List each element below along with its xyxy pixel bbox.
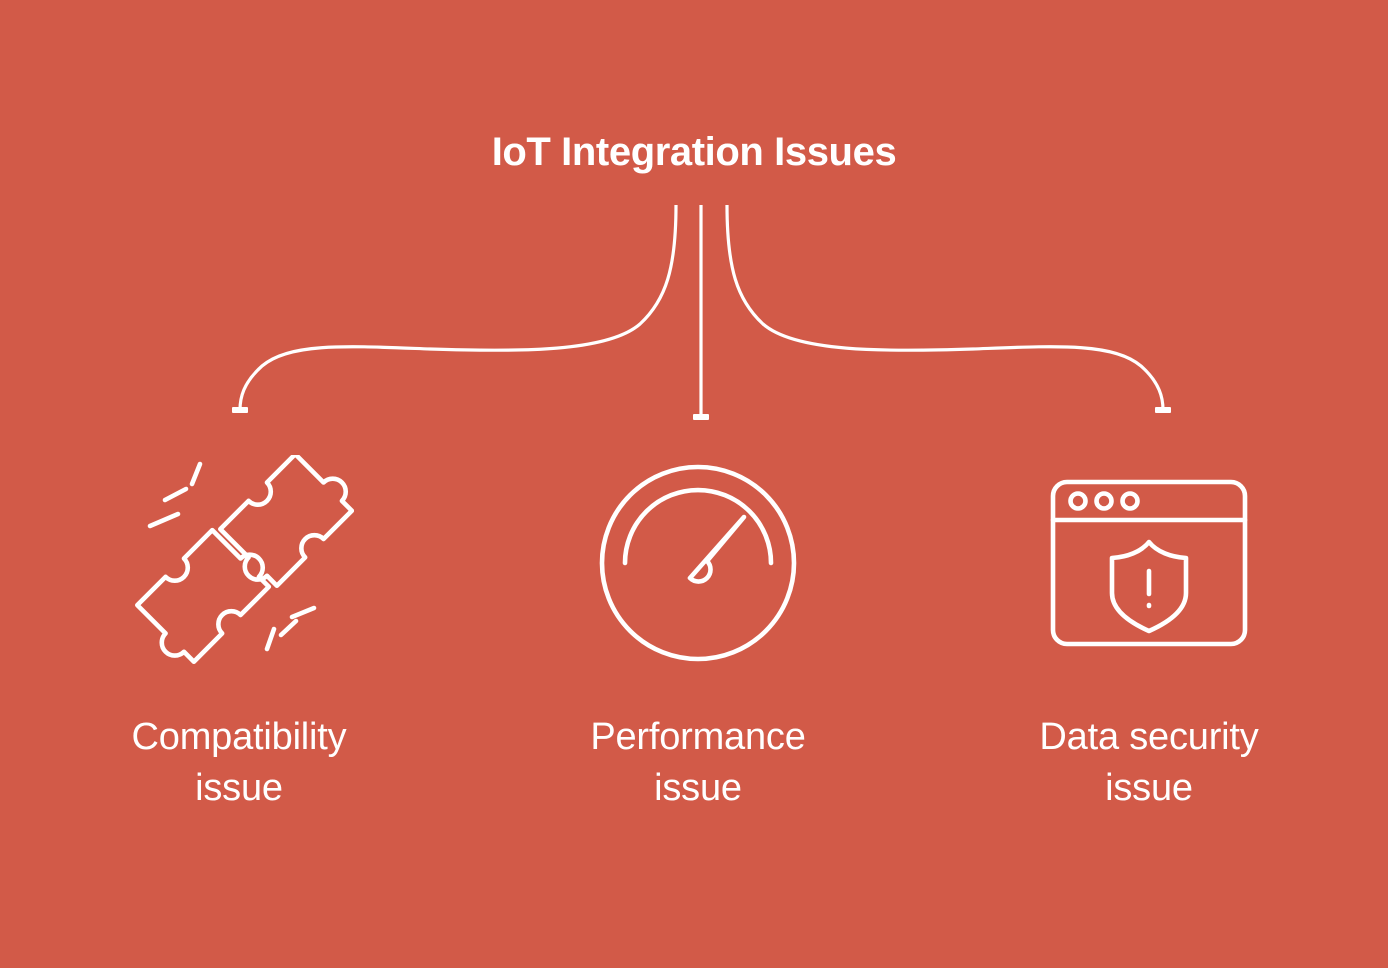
browser-dot-1 xyxy=(1068,490,1088,511)
branch-compatibility-label: Compatibility issue xyxy=(132,712,347,815)
gauge-outer-circle xyxy=(599,464,796,661)
branch-performance-label: Performance issue xyxy=(590,712,806,815)
connector-right xyxy=(725,204,1165,411)
browser-dot-2 xyxy=(1094,490,1114,511)
connector-left xyxy=(238,204,678,411)
connector-endpoint-center xyxy=(693,414,709,420)
gauge-scale-arc xyxy=(622,487,773,565)
branch-performance-label-line1: Performance xyxy=(590,716,806,758)
page-title: IoT Integration Issues xyxy=(491,130,897,174)
branch-performance[interactable]: Performance issue xyxy=(538,455,858,815)
speedometer-gauge-icon xyxy=(599,464,796,661)
branch-compatibility-label-line1: Compatibility xyxy=(131,716,347,758)
branch-compatibility-icon-box xyxy=(124,455,354,670)
branch-data-security[interactable]: Data security issue xyxy=(989,455,1309,815)
connector-endpoint-right xyxy=(1155,407,1171,413)
branch-performance-label-line2: issue xyxy=(654,767,742,810)
spark-lines-upper-left xyxy=(147,461,203,529)
branch-row: Compatibility issue Pe xyxy=(0,455,1388,875)
branch-data-security-label-line1: Data security xyxy=(1039,716,1259,758)
browser-window-frame xyxy=(1050,479,1248,646)
branch-compatibility-label-line2: issue xyxy=(195,767,283,810)
branch-compatibility[interactable]: Compatibility issue xyxy=(79,455,399,815)
branch-data-security-label-line2: issue xyxy=(1105,767,1193,810)
browser-window-shield-alert-icon xyxy=(1050,479,1248,646)
branch-performance-icon-box xyxy=(596,455,801,670)
spark-lines-lower-right xyxy=(264,605,317,652)
branch-data-security-icon-box xyxy=(1049,455,1249,670)
gauge-needle xyxy=(687,514,746,584)
branch-data-security-label: Data security issue xyxy=(1039,712,1258,815)
browser-dot-3 xyxy=(1120,490,1140,511)
puzzle-pieces-clash-icon xyxy=(135,455,354,664)
connector-endpoint-left xyxy=(232,407,248,413)
shield-outline xyxy=(1109,539,1189,633)
